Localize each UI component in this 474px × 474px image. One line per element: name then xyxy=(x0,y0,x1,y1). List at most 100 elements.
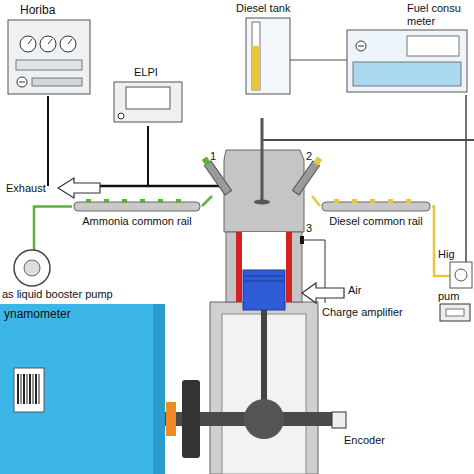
barcode-stripe xyxy=(21,374,22,404)
amplifier-display xyxy=(446,309,464,316)
common-rail xyxy=(74,202,200,211)
nameplate xyxy=(14,368,44,412)
crank-disk xyxy=(244,399,284,439)
rail-port xyxy=(104,199,109,203)
sampling-line xyxy=(47,96,49,186)
air-arrow xyxy=(302,283,344,303)
slot xyxy=(32,78,82,86)
callout-number: 1 xyxy=(210,150,216,163)
node-text: ynamometer xyxy=(4,308,71,321)
piston xyxy=(243,270,285,310)
cylinder-liner xyxy=(236,232,242,302)
pipe-connector xyxy=(465,95,467,248)
encoder: Encoder xyxy=(332,412,402,456)
gauge-needle xyxy=(68,39,72,44)
callout-number-holder: 3 xyxy=(306,222,312,235)
rail-port xyxy=(406,199,411,203)
node-text: Hig xyxy=(438,248,455,261)
diesel-pipe xyxy=(312,196,320,206)
dynamometer-side xyxy=(153,304,165,474)
rail-port xyxy=(86,199,91,203)
dynamometer: ynamometer xyxy=(0,304,165,474)
node-text: Charge amplifier xyxy=(322,306,403,319)
cylinder-liner xyxy=(286,232,292,302)
barcode-stripe xyxy=(29,374,31,404)
fuel-tank-shape xyxy=(232,2,304,96)
amplifier-box xyxy=(440,304,470,321)
screen xyxy=(126,87,170,109)
injector-body xyxy=(204,161,231,195)
exhaust-label-holder: Exhaust xyxy=(6,182,46,195)
rail-port xyxy=(122,199,127,203)
gauge-dial xyxy=(60,36,76,52)
node-text: Horiba xyxy=(20,4,55,17)
rail-port xyxy=(140,199,145,203)
display-strip xyxy=(16,60,82,70)
flywheel xyxy=(182,380,200,458)
pump-rotor xyxy=(455,269,467,281)
button xyxy=(356,41,366,51)
tank-body xyxy=(246,18,290,94)
pump-body xyxy=(450,262,472,288)
barcode-stripe xyxy=(23,374,25,404)
booster-pump: as liquid booster pump xyxy=(2,246,152,302)
piston-ring xyxy=(243,276,285,277)
node-text: Encoder xyxy=(344,434,385,447)
dynamometer-shape xyxy=(0,304,165,474)
rail-port xyxy=(352,199,357,203)
pipe-stub xyxy=(438,275,450,278)
pump-housing xyxy=(14,250,50,286)
injector-inlet xyxy=(202,157,211,166)
fuel-level xyxy=(252,46,260,90)
injector-inlet xyxy=(313,157,322,166)
air-label: Air xyxy=(348,284,361,297)
cylinder-head xyxy=(224,150,304,232)
valve xyxy=(261,118,264,200)
meter-body xyxy=(347,30,467,92)
rail-port xyxy=(158,199,163,203)
fuel-meter: Fuel consu meter xyxy=(345,2,472,95)
rail-port xyxy=(370,199,375,203)
node-text: Ammonia common rail xyxy=(72,215,202,228)
analyzer-box: Horiba xyxy=(6,4,92,96)
air-label-holder: Air xyxy=(348,284,361,297)
analyzer-panel xyxy=(8,20,90,94)
barcode-stripe xyxy=(17,374,19,404)
gauge-needle xyxy=(48,39,52,44)
pump-rotor xyxy=(24,260,40,276)
pipe-connector xyxy=(34,206,72,246)
particle-analyzer-box: ELPI xyxy=(112,66,184,126)
callout-number-holder: 1 xyxy=(210,150,216,163)
sampling-line xyxy=(147,126,149,186)
common-rail: Diesel common rail xyxy=(320,198,432,238)
node-text: pum xyxy=(438,290,459,303)
rail-port xyxy=(176,199,181,203)
common-rail: Ammonia common rail xyxy=(72,198,202,238)
callout-number-holder: 2 xyxy=(306,150,312,163)
node-text: Fuel consu meter xyxy=(407,2,469,28)
ammonia-pipe xyxy=(202,196,212,206)
barcode-stripe xyxy=(35,374,37,404)
rail-port xyxy=(334,199,339,203)
button xyxy=(118,113,124,119)
gauge-needle xyxy=(28,39,32,44)
exhaust-label: Exhaust xyxy=(6,182,46,195)
coupling xyxy=(166,402,176,436)
common-rail xyxy=(322,202,430,211)
gauge-dial xyxy=(40,36,56,52)
connecting-rod xyxy=(261,300,267,412)
meter-display xyxy=(407,36,459,56)
ammonia-injector xyxy=(201,156,232,195)
fuel-tank: Diesel tank xyxy=(232,2,304,96)
analyzer-box-shape xyxy=(6,4,92,96)
valve-head xyxy=(254,200,270,205)
exhaust-pipe xyxy=(100,185,228,188)
button-mark xyxy=(358,46,364,47)
button-mark xyxy=(19,82,25,83)
encoder-box xyxy=(332,412,346,428)
dynamometer-body xyxy=(0,304,165,474)
fuel-line xyxy=(290,59,347,61)
injector-body xyxy=(292,161,319,195)
barcode-stripe xyxy=(39,374,40,404)
pipe-stub xyxy=(465,248,467,262)
